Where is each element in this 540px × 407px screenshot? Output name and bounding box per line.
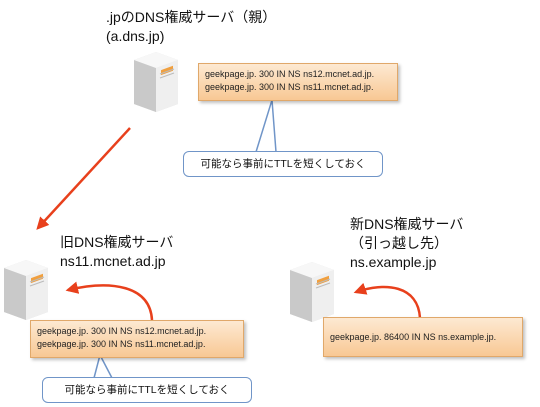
old-server-title: 旧DNS権威サーバ bbox=[60, 234, 174, 250]
server-tower-icon bbox=[4, 260, 48, 320]
new-server-query-arrow bbox=[353, 282, 422, 319]
old-server-host: ns11.mcnet.ad.jp bbox=[60, 253, 166, 269]
parent-ns-records: geekpage.jp. 300 IN NS ns12.mcnet.ad.jp.… bbox=[198, 63, 398, 101]
new-ns-records: geekpage.jp. 86400 IN NS ns.example.jp. bbox=[323, 317, 523, 357]
new-server-host: ns.example.jp bbox=[350, 254, 437, 270]
new-server-title: 新DNS権威サーバ bbox=[350, 216, 464, 232]
old-ttl-callout: 可能なら事前にTTLを短くしておく bbox=[42, 377, 252, 403]
ns-record: geekpage.jp. 300 IN NS ns12.mcnet.ad.jp. bbox=[37, 326, 207, 336]
parent-server-title: .jpのDNS権威サーバ（親） bbox=[106, 9, 277, 25]
old-ns-records: geekpage.jp. 300 IN NS ns12.mcnet.ad.jp.… bbox=[30, 320, 244, 358]
new-server-subtitle: （引っ越し先） bbox=[350, 235, 448, 251]
old-server-query-arrow bbox=[65, 281, 154, 321]
ns-record: geekpage.jp. 300 IN NS ns11.mcnet.ad.jp. bbox=[37, 339, 206, 349]
ns-record: geekpage.jp. 300 IN NS ns11.mcnet.ad.jp. bbox=[205, 82, 374, 92]
ns-record: geekpage.jp. 86400 IN NS ns.example.jp. bbox=[330, 332, 497, 342]
ns-record: geekpage.jp. 300 IN NS ns12.mcnet.ad.jp. bbox=[205, 69, 375, 79]
delegation-arrow bbox=[36, 127, 131, 230]
server-tower-icon bbox=[134, 52, 178, 112]
parent-callout-pointer bbox=[255, 99, 277, 153]
parent-server-host: (a.dns.jp) bbox=[106, 28, 165, 44]
parent-ttl-callout: 可能なら事前にTTLを短くしておく bbox=[183, 151, 383, 177]
server-tower-icon bbox=[290, 262, 334, 322]
old-callout-pointer bbox=[93, 352, 113, 379]
